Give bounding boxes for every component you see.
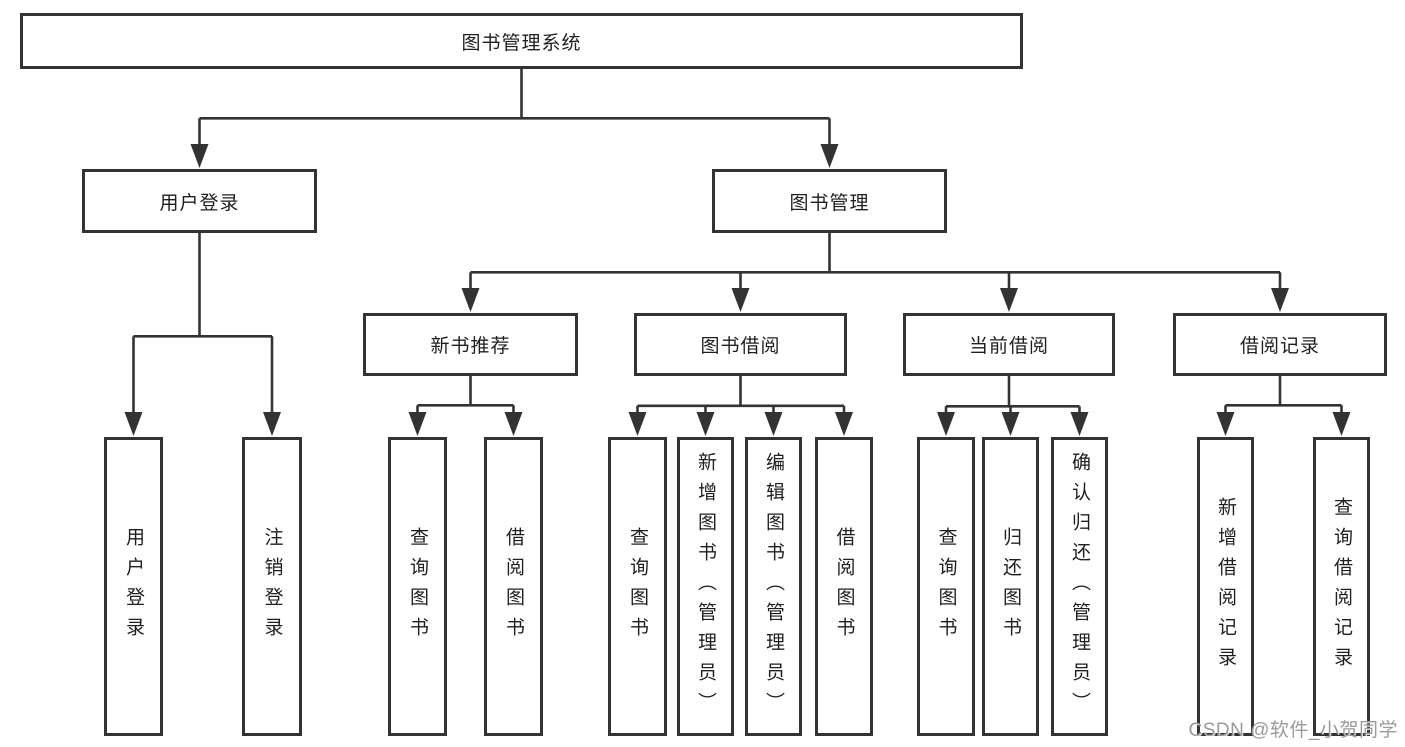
leaf-user-login: 用户登录 — [104, 437, 163, 736]
leaf-add-books-admin: 新增图书（管理员） — [677, 437, 734, 736]
node-label: 图书借阅 — [700, 336, 781, 357]
node-book-borrow: 图书借阅 — [634, 313, 847, 376]
node-borrow-records: 借阅记录 — [1173, 313, 1387, 376]
leaf-query-borrow-record: 查询借阅记录 — [1313, 437, 1370, 736]
node-library-management-system: 图书管理系统 — [20, 13, 1023, 69]
leaf-query-books-recommend: 查询图书 — [388, 437, 447, 736]
leaf-return-books: 归还图书 — [982, 437, 1039, 736]
node-user-login: 用户登录 — [82, 169, 317, 233]
node-label: 图书管理 — [789, 192, 870, 214]
leaf-edit-books-admin: 编辑图书（管理员） — [745, 437, 802, 736]
node-label: 当前借阅 — [968, 336, 1049, 357]
arrowheads — [124, 144, 1351, 436]
leaf-borrow-books-recommend: 借阅图书 — [484, 437, 543, 736]
node-label: 借阅记录 — [1239, 336, 1320, 357]
csdn-watermark: CSDN @软件_小贺同学 — [1188, 720, 1398, 741]
node-label: 用户登录 — [159, 192, 240, 214]
leaf-confirm-return-admin: 确认归还（管理员） — [1051, 437, 1108, 736]
leaf-logout: 注销登录 — [242, 437, 302, 736]
leaf-borrow-books: 借阅图书 — [815, 437, 873, 736]
leaf-add-borrow-record: 新增借阅记录 — [1197, 437, 1254, 736]
node-book-management: 图书管理 — [712, 169, 947, 233]
leaf-query-books-current: 查询图书 — [917, 437, 975, 736]
node-new-book-recommend: 新书推荐 — [363, 313, 578, 376]
node-current-borrow: 当前借阅 — [903, 313, 1115, 376]
node-label: 图书管理系统 — [461, 32, 582, 54]
node-label: 新书推荐 — [430, 336, 511, 357]
leaf-query-books-borrow: 查询图书 — [608, 437, 667, 736]
